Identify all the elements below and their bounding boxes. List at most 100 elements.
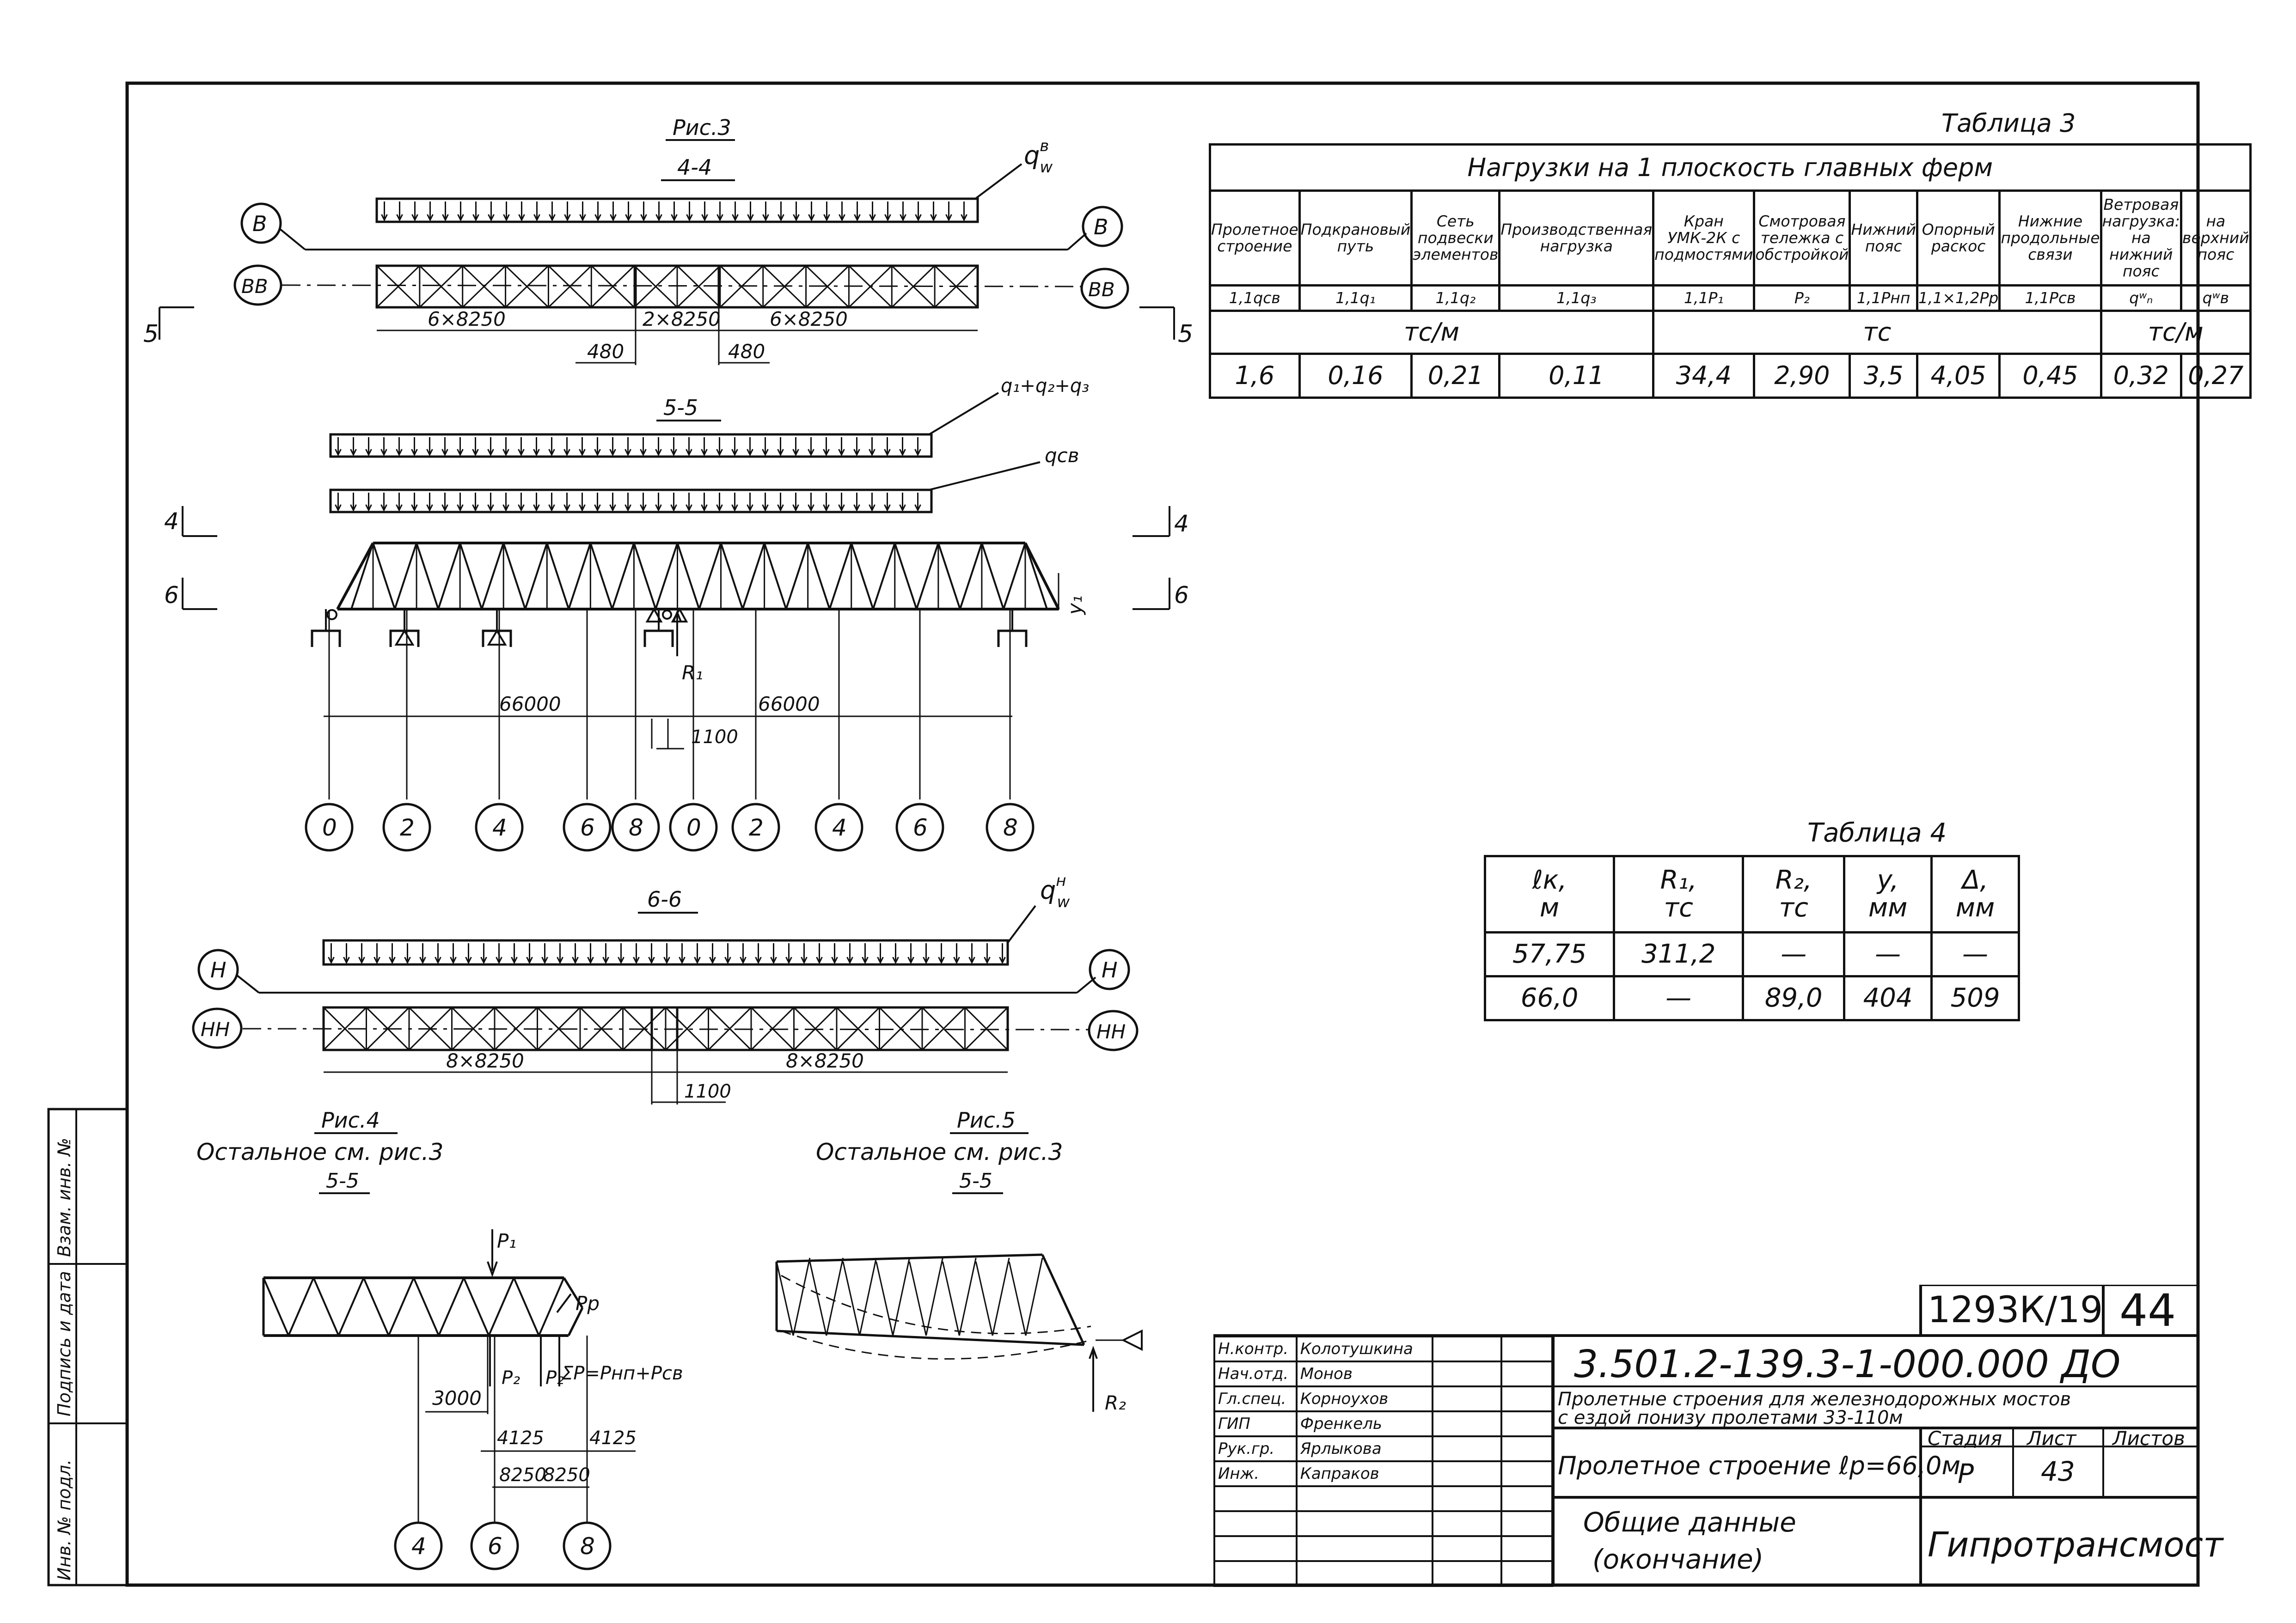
load-arrow-head [625, 214, 632, 222]
brace [419, 265, 463, 308]
side-stamp: Взам. инв. № Подпись и дата Инв. № подл. [47, 1108, 129, 1586]
diagonal [337, 1277, 365, 1336]
diagonal [513, 1277, 540, 1336]
diagonal [892, 1257, 910, 1336]
table3-value-3: 0,11 [1498, 353, 1655, 399]
signer-name: Ярлыкова [1295, 1435, 1433, 1462]
load-arrow-head [670, 449, 677, 457]
signer-role [1213, 1510, 1298, 1537]
brace [408, 1007, 453, 1051]
table3-colname-5: Смотровая тележка с обстройкой [1753, 189, 1851, 287]
table4-header-4: Δ,мм [1930, 855, 2020, 934]
load-arrow-head [884, 449, 891, 457]
brace [548, 265, 592, 308]
table3-coef-8: 1,1Pсв [1998, 284, 2102, 312]
load-arrow-head [358, 957, 365, 964]
signer-cell [1431, 1535, 1502, 1562]
fig4-dim-3000: 3000 [432, 1387, 482, 1409]
load-arrow-head [373, 957, 380, 964]
load-arrow-head [853, 504, 860, 512]
load-arrow-head [831, 957, 838, 964]
signer-name [1295, 1560, 1433, 1587]
load-arrow-head [762, 214, 769, 222]
load-arrow-head [953, 957, 960, 964]
load-arrows-qw [381, 201, 967, 222]
load-arrow-head [465, 957, 472, 964]
table4-cell-0-3: — [1843, 931, 1933, 977]
load-arrow-head [618, 957, 625, 964]
load-arrow-head [816, 957, 823, 964]
dim-8x8250-left: 8×8250 [446, 1049, 524, 1072]
load-arrows-qwn [328, 943, 1006, 964]
load-arrow-head [930, 214, 937, 222]
cut-5-left: 5 [143, 320, 159, 348]
load-arrow-head [762, 504, 769, 512]
load-arrow-head [450, 957, 457, 964]
table3-value-0: 1,6 [1209, 353, 1301, 399]
load-arrow-head [801, 957, 808, 964]
fig4-truss [262, 1229, 588, 1523]
diagonal [876, 1261, 894, 1336]
load-arrow-head [770, 957, 777, 964]
node-label: 6 [488, 1533, 502, 1560]
table4-cell-1-4: 509 [1930, 975, 2020, 1021]
node-circle [611, 803, 660, 852]
dim-2x8250: 2×8250 [643, 308, 721, 330]
load-arrow-head [907, 957, 914, 964]
load-arrow-head [808, 504, 814, 512]
diagonal [387, 1277, 415, 1336]
load-arrow-head [594, 504, 601, 512]
axis-H-label-left: Н [210, 958, 227, 982]
node-label: 8 [580, 1533, 595, 1560]
load-arrow-head [747, 214, 754, 222]
node-label: 2 [749, 814, 764, 841]
axis-BB-label-left: ВВ [241, 275, 268, 298]
table3-coef-4: 1,1P₁ [1652, 284, 1756, 312]
table3-colname-3: Производственная нагрузка [1498, 189, 1655, 287]
sheet-title: Пролетное строение ℓр=66,0м [1558, 1451, 1961, 1480]
diagonal [1008, 1261, 1027, 1336]
axis-H-circle-left [197, 949, 239, 990]
Pp-arrow [556, 1293, 572, 1313]
load-arrow-head [792, 449, 799, 457]
load-arrow-head [602, 957, 609, 964]
R2-arrow-head [1089, 1346, 1098, 1359]
fig4-note: Остальное см. рис.3 [196, 1139, 443, 1165]
load-arrow-head [984, 957, 991, 964]
load-arrow-head [914, 449, 921, 457]
load-arrow-head [731, 504, 738, 512]
brace [676, 265, 721, 308]
node-label: 6 [580, 814, 595, 841]
table4-caption: Таблица 4 [1807, 818, 1947, 848]
table4-cell-1-1: — [1613, 975, 1745, 1021]
axis-HH-label-left: НН [201, 1018, 230, 1041]
load-arrow-head [869, 449, 876, 457]
dim-66000-right: 66000 [758, 693, 820, 715]
dim-480-right: 480 [728, 340, 765, 363]
dim-6x8250-right: 6×8250 [770, 308, 848, 330]
diagonal [546, 543, 570, 610]
brace [805, 265, 850, 308]
load-arrow-head [343, 957, 350, 964]
brace [891, 265, 936, 308]
node-label: 4 [492, 814, 507, 841]
table4-cell-0-0: 57,75 [1483, 931, 1616, 977]
brace [451, 1007, 496, 1051]
signer-role: Рук.гр. [1213, 1435, 1298, 1462]
load-arrow-head [396, 504, 403, 512]
deflection-curve [781, 1275, 1091, 1335]
diagonal [792, 1257, 811, 1336]
diagonal [809, 1261, 827, 1336]
dim-6x8250-left: 6×8250 [428, 308, 506, 330]
diagonal [959, 543, 983, 610]
load-arrow-head [777, 449, 784, 457]
load-arrow-head [869, 214, 876, 222]
signer-cell [1500, 1435, 1554, 1462]
section-6-6-label: 6-6 [647, 887, 682, 912]
load-arrow-head [411, 214, 418, 222]
signer-name [1295, 1510, 1433, 1537]
load-arrow-head [419, 957, 426, 964]
load-arrow-head [938, 957, 945, 964]
